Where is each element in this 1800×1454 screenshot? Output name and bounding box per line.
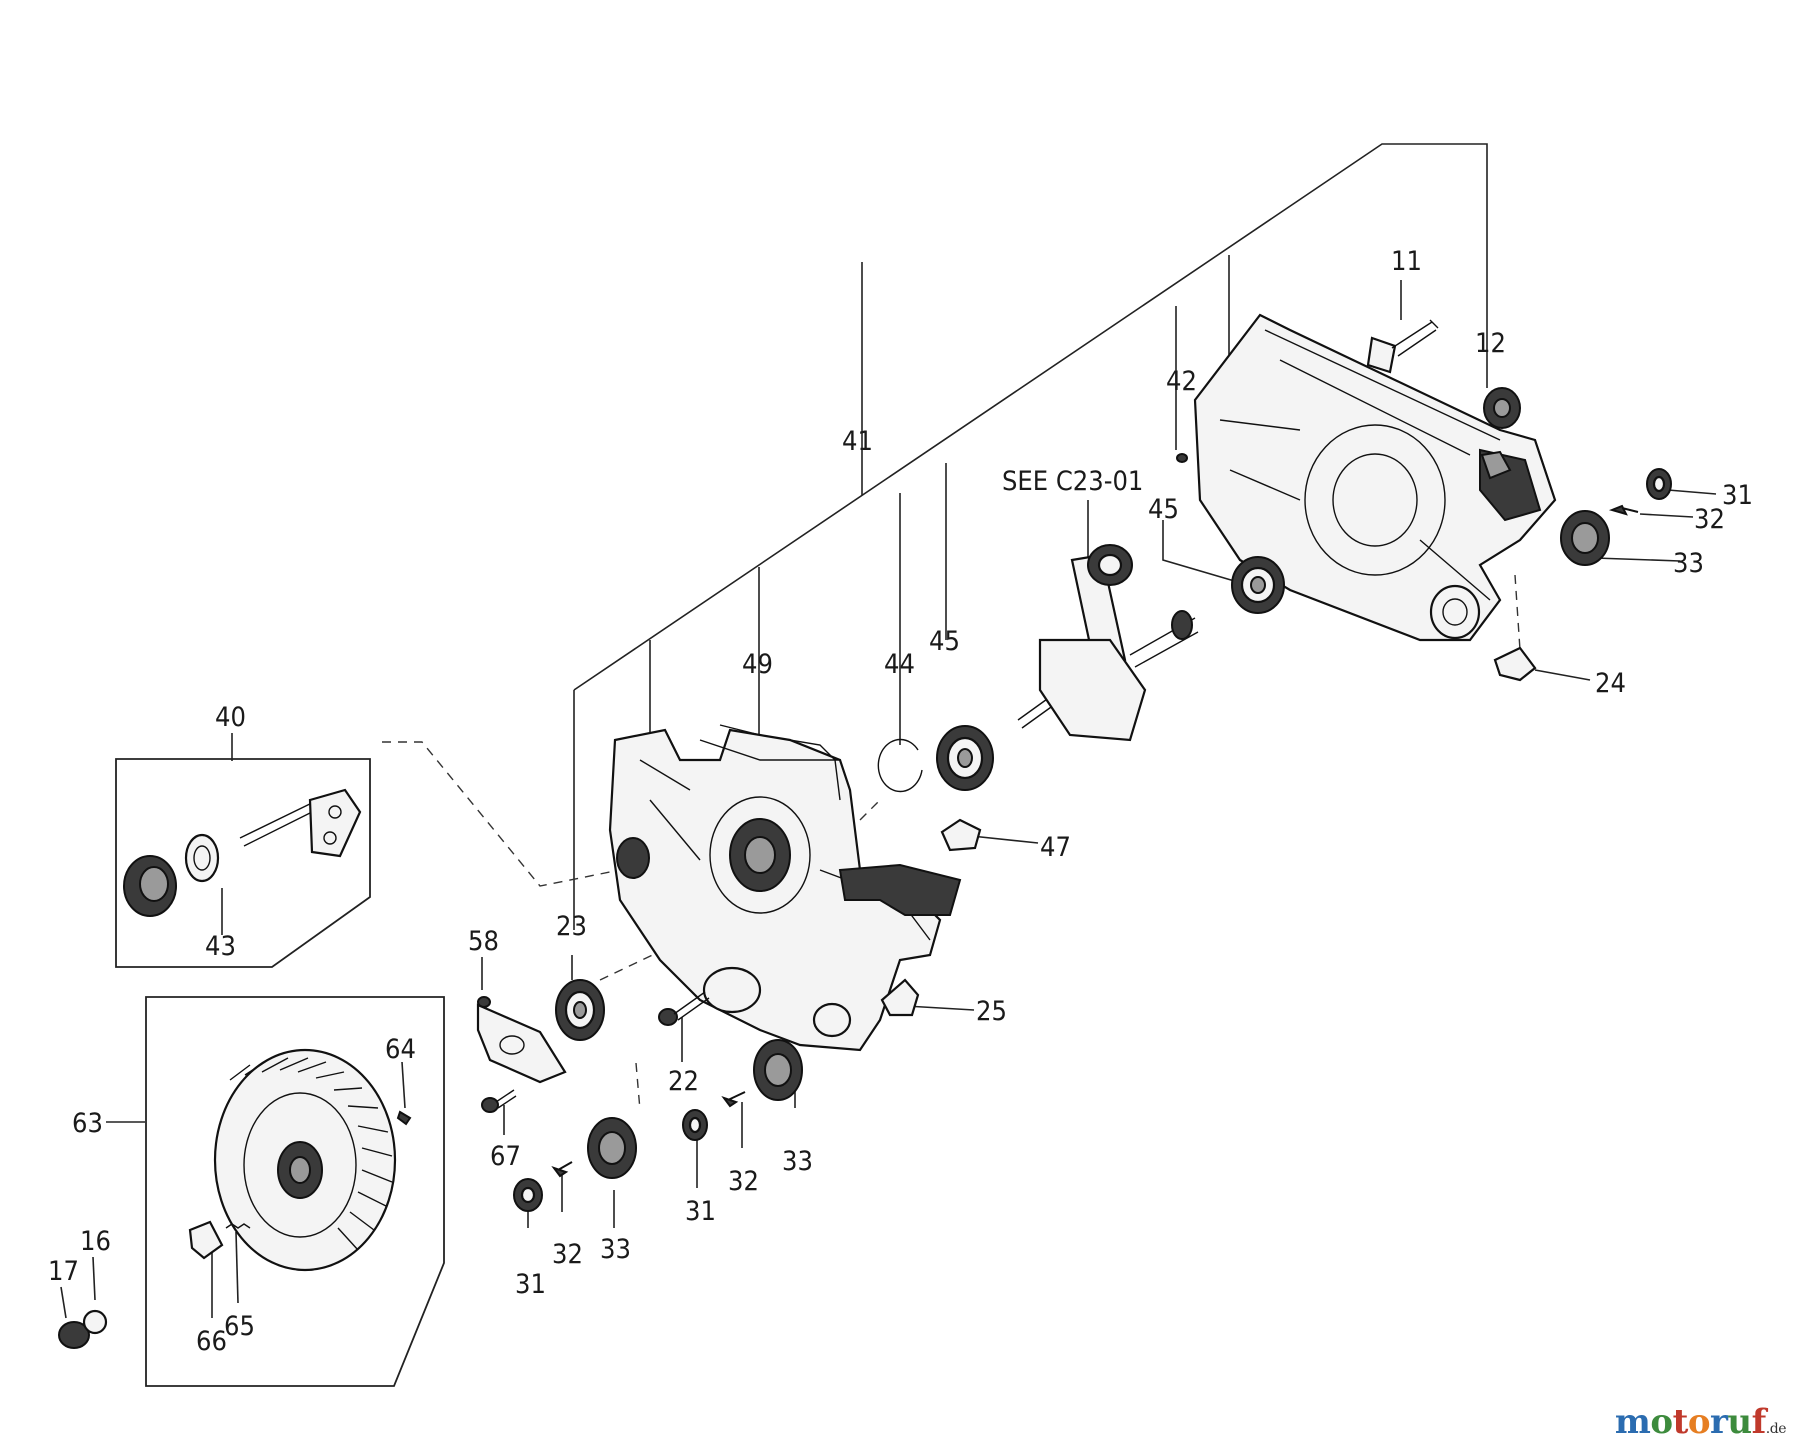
callout-32-middle: 32 <box>728 1166 759 1197</box>
part-22-bolt <box>658 991 710 1026</box>
callout-32-left: 32 <box>552 1239 583 1270</box>
part-44-circlip <box>877 738 923 793</box>
part-42-pin <box>1176 453 1188 463</box>
callout-25: 25 <box>976 996 1007 1027</box>
watermark-letter: u <box>1727 1402 1752 1442</box>
callout-49: 49 <box>742 649 773 680</box>
callout-17: 17 <box>48 1256 79 1287</box>
callout-31-middle: 31 <box>685 1196 716 1227</box>
callout-33-left: 33 <box>600 1234 631 1265</box>
right-mount-hardware <box>1493 468 1672 682</box>
leader-lines <box>60 143 1717 1319</box>
watermark-letter: t <box>1672 1402 1689 1442</box>
callout-40: 40 <box>215 702 246 733</box>
callout-31-right: 31 <box>1722 480 1753 511</box>
callout-67: 67 <box>490 1141 521 1172</box>
callout-33-middle: 33 <box>782 1146 813 1177</box>
callout-45-upper: 45 <box>1148 494 1179 525</box>
box-63-flywheel <box>58 996 445 1387</box>
callout-23: 23 <box>556 911 587 942</box>
callout-64: 64 <box>385 1034 416 1065</box>
part-67-bolt <box>481 1089 517 1113</box>
callout-41: 41 <box>842 426 873 457</box>
mount-stack-right <box>682 1039 803 1141</box>
part-12-seal <box>1483 387 1521 429</box>
callout-43: 43 <box>205 931 236 962</box>
callout-see-c23-01: SEE C23-01 <box>1002 466 1143 497</box>
crankcase-left-half <box>608 724 962 1052</box>
callout-31-left: 31 <box>515 1269 546 1300</box>
callout-58: 58 <box>468 926 499 957</box>
part-11-stud <box>1366 319 1439 374</box>
callout-12: 12 <box>1475 328 1506 359</box>
callout-65: 65 <box>224 1311 255 1342</box>
callout-33-right: 33 <box>1673 548 1704 579</box>
callout-44: 44 <box>884 649 915 680</box>
watermark-suffix: .de <box>1765 1421 1787 1437</box>
callout-labels: 11 12 42 45 31 32 33 24 SEE C23-01 41 49… <box>48 246 1753 1357</box>
part-23-seal <box>555 979 605 1041</box>
part-58-gasket <box>476 996 567 1084</box>
mount-stack-left <box>513 1117 637 1212</box>
part-47-bracket <box>940 818 982 852</box>
watermark-letter: o <box>1650 1402 1673 1442</box>
callout-63: 63 <box>72 1108 103 1139</box>
watermark-letter: f <box>1751 1402 1767 1442</box>
callout-24: 24 <box>1595 668 1626 699</box>
callout-16: 16 <box>80 1226 111 1257</box>
callout-22: 22 <box>668 1066 699 1097</box>
part-45-bearing-upper <box>1231 556 1285 614</box>
callout-42: 42 <box>1166 366 1197 397</box>
box-40-assembly <box>115 758 371 968</box>
callout-45-lower: 45 <box>929 626 960 657</box>
watermark-letter: o <box>1687 1402 1711 1442</box>
part-45-bearing-lower <box>936 725 994 791</box>
callout-47: 47 <box>1040 832 1071 863</box>
crankshaft <box>1017 544 1199 742</box>
watermark-logo: motoruf.de <box>1614 1402 1787 1442</box>
watermark-letter: r <box>1710 1402 1728 1442</box>
part-25-bracket <box>880 978 920 1017</box>
callout-66: 66 <box>196 1326 227 1357</box>
watermark-letter: m <box>1614 1402 1651 1442</box>
crankcase-right-half <box>1193 313 1557 642</box>
callout-32-right: 32 <box>1694 504 1725 535</box>
callout-11: 11 <box>1391 246 1422 277</box>
